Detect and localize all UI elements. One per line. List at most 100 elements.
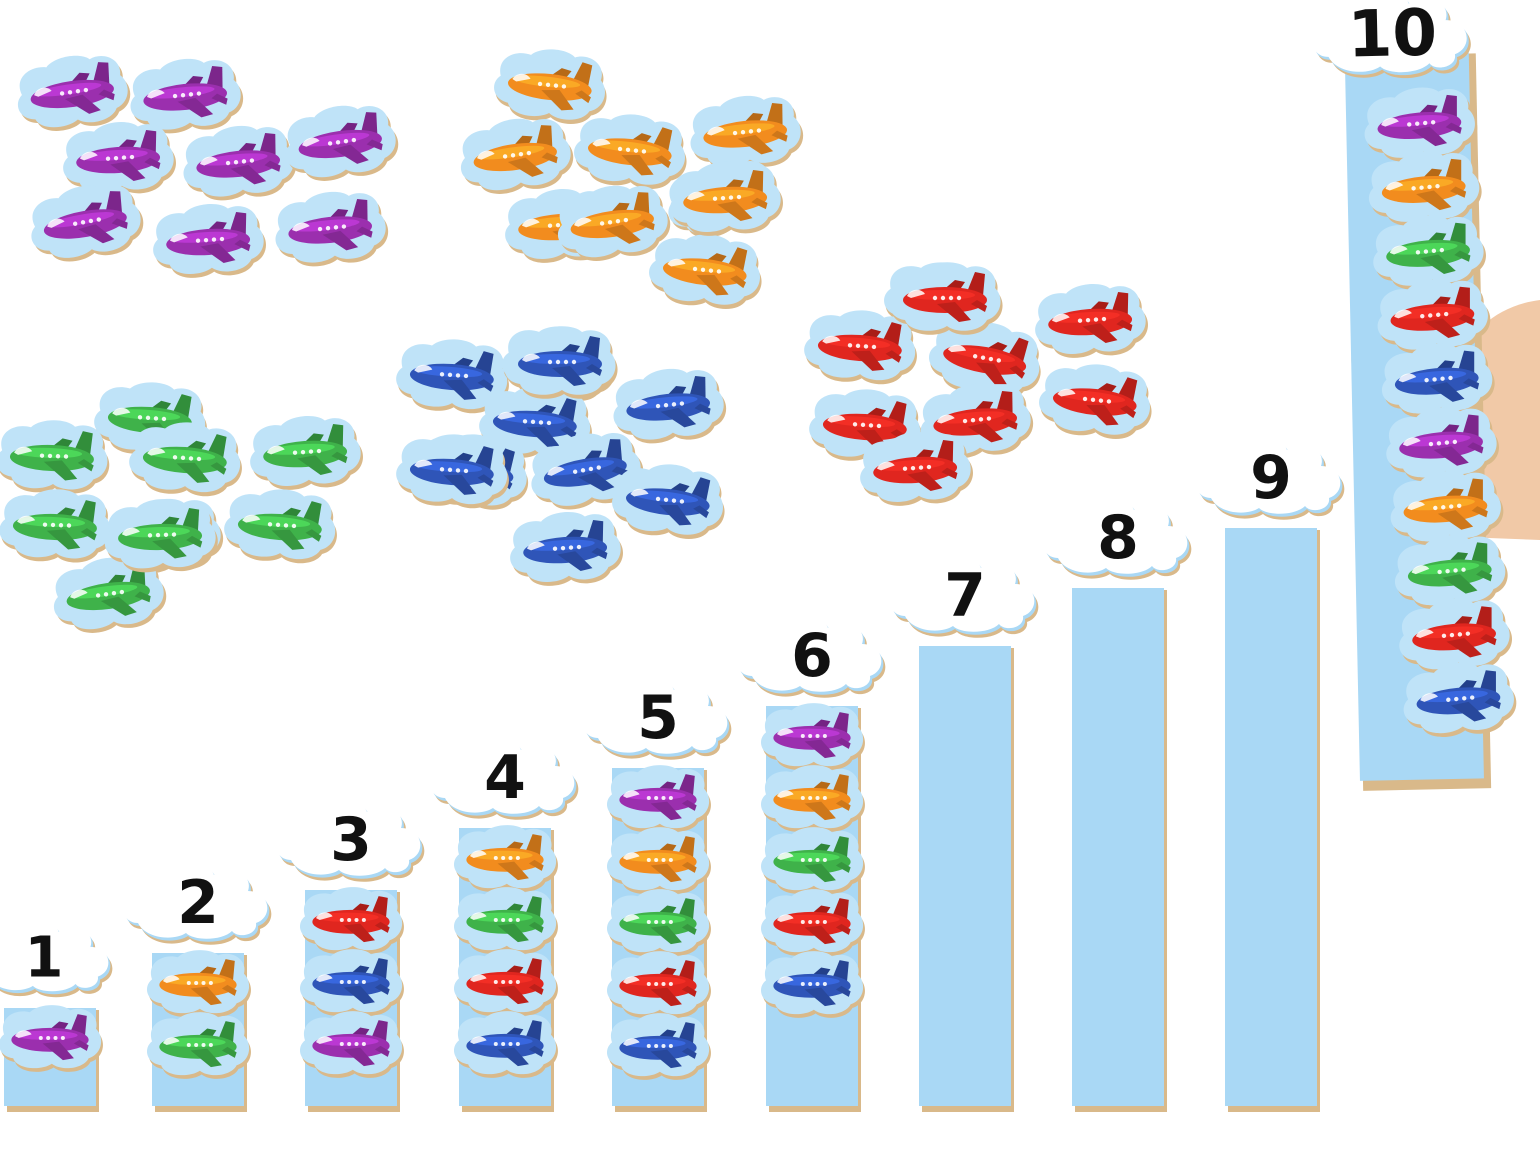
- stick-10-airplane-orange: [1368, 151, 1482, 226]
- airplane-piece-green: [224, 489, 337, 564]
- airplane-piece-red: [804, 310, 917, 385]
- airplane-piece-green: [0, 489, 113, 563]
- airplane-piece-purple: [183, 125, 297, 201]
- airplane-piece-orange: [558, 185, 671, 261]
- airplane-piece-green: [129, 422, 242, 497]
- airplane-piece-orange: [649, 234, 762, 309]
- stick-1-airplane-purple: [0, 1005, 103, 1072]
- pile-red: [804, 262, 1152, 506]
- airplane-piece-blue: [510, 512, 623, 586]
- stick-3-airplane-blue: [299, 949, 404, 1016]
- airplane-piece-orange: [574, 114, 687, 189]
- stick-3-airplane-purple: [299, 1011, 404, 1078]
- airplane-piece-orange: [494, 49, 607, 124]
- airplane-piece-blue: [504, 326, 618, 399]
- number-2-label: 2: [177, 868, 219, 938]
- stick-10-airplane-green: [1395, 534, 1508, 610]
- number-10-label: 10: [1347, 0, 1438, 72]
- number-stick-4: 4: [430, 737, 579, 1112]
- number-5-label: 5: [637, 683, 679, 753]
- stick-4-airplane-green: [453, 887, 558, 954]
- airplane-piece-green: [104, 499, 218, 573]
- number-2-cloud: 2: [123, 862, 272, 945]
- stick-10-airplane-purple: [1364, 87, 1478, 162]
- stick-10-airplane-green: [1373, 215, 1486, 290]
- number-4-label: 4: [484, 743, 526, 813]
- number-6-cloud: 6: [737, 615, 886, 698]
- airplane-piece-red: [1035, 284, 1148, 358]
- airplane-piece-purple: [286, 105, 399, 181]
- stick-5-airplane-purple: [606, 765, 711, 832]
- number-stick-3: 3: [276, 799, 425, 1112]
- stick-5-airplane-red: [606, 951, 711, 1018]
- airplane-piece-blue: [396, 339, 509, 414]
- airplane-piece-blue: [531, 433, 644, 510]
- airplane-piece-blue: [396, 434, 509, 509]
- airplane-piece-blue: [612, 464, 725, 539]
- number-1-cloud: 1: [0, 920, 113, 998]
- airplane-piece-orange: [461, 118, 574, 194]
- number-7-cloud: 7: [890, 555, 1039, 638]
- stick-4-airplane-blue: [453, 1011, 558, 1078]
- stick-4-airplane-orange: [453, 825, 558, 892]
- number-10-cloud: 10: [1312, 0, 1471, 79]
- loose-airplane-piles: [0, 49, 1152, 633]
- number-3-cloud: 3: [276, 799, 425, 882]
- stick-3-airplane-red: [299, 887, 404, 954]
- number-9-label: 9: [1250, 443, 1292, 513]
- number-8-cloud: 8: [1043, 497, 1192, 580]
- stick-2-airplane-green: [146, 1012, 251, 1079]
- stick-2-airplane-orange: [146, 950, 251, 1017]
- airplane-piece-purple: [153, 204, 266, 278]
- number-stick-1: 1: [0, 920, 113, 1112]
- airplane-piece-green: [54, 557, 167, 633]
- airplane-piece-green: [0, 420, 110, 494]
- number-stick-10: 10: [1312, 0, 1517, 791]
- hand: 10: [1312, 0, 1540, 791]
- airplane-piece-purple: [275, 191, 389, 267]
- airplane-piece-purple: [18, 55, 131, 131]
- airplane-piece-green: [250, 416, 363, 490]
- number-7-label: 7: [944, 561, 986, 631]
- stick-6-airplane-purple: [760, 703, 865, 770]
- airplane-piece-blue: [613, 368, 727, 444]
- number-stick-7: 7: [890, 555, 1039, 1112]
- airplane-piece-purple: [63, 122, 176, 196]
- number-5-cloud: 5: [583, 677, 732, 760]
- stick-6-airplane-orange: [760, 765, 865, 832]
- stick-6-airplane-red: [760, 889, 865, 956]
- stick-10-airplane-blue: [1403, 662, 1517, 738]
- pile-purple: [18, 55, 399, 278]
- airplane-piece-orange: [670, 162, 783, 236]
- pile-blue: [396, 326, 727, 586]
- stick-6-airplane-green: [760, 827, 865, 894]
- stick-5-airplane-blue: [606, 1013, 711, 1080]
- airplane-piece-red: [889, 262, 1003, 335]
- number-stick-8: 8: [1043, 497, 1192, 1112]
- airplane-piece-orange: [690, 95, 804, 171]
- number-6-label: 6: [791, 621, 833, 691]
- stick-10-airplane-blue: [1382, 343, 1495, 418]
- airplane-piece-red: [860, 432, 973, 506]
- number-sticks: 1 2 3 4 5 6 7 8 9: [0, 437, 1345, 1112]
- airplane-piece-purple: [130, 58, 244, 134]
- stick-10-airplane-purple: [1386, 407, 1499, 482]
- airplane-piece-red: [929, 322, 1041, 399]
- airplane-piece-purple: [31, 185, 144, 262]
- number-9-cloud: 9: [1196, 437, 1345, 520]
- number-1-label: 1: [25, 926, 64, 991]
- number-stick-5: 5: [583, 677, 732, 1112]
- stick-4-airplane-red: [453, 949, 558, 1016]
- pile-green: [0, 382, 363, 633]
- stick-5-airplane-green: [606, 889, 711, 956]
- airplane-piece-blue: [479, 386, 592, 461]
- pile-orange: [461, 49, 804, 309]
- stick-10-airplane-orange: [1390, 471, 1504, 546]
- number-8-label: 8: [1097, 503, 1139, 573]
- number-stick-9: 9: [1196, 437, 1345, 1112]
- airplane-piece-red: [1039, 364, 1152, 439]
- stick-10-airplane-red: [1377, 279, 1491, 354]
- stick-6-airplane-blue: [760, 951, 865, 1018]
- number-3-label: 3: [330, 805, 372, 875]
